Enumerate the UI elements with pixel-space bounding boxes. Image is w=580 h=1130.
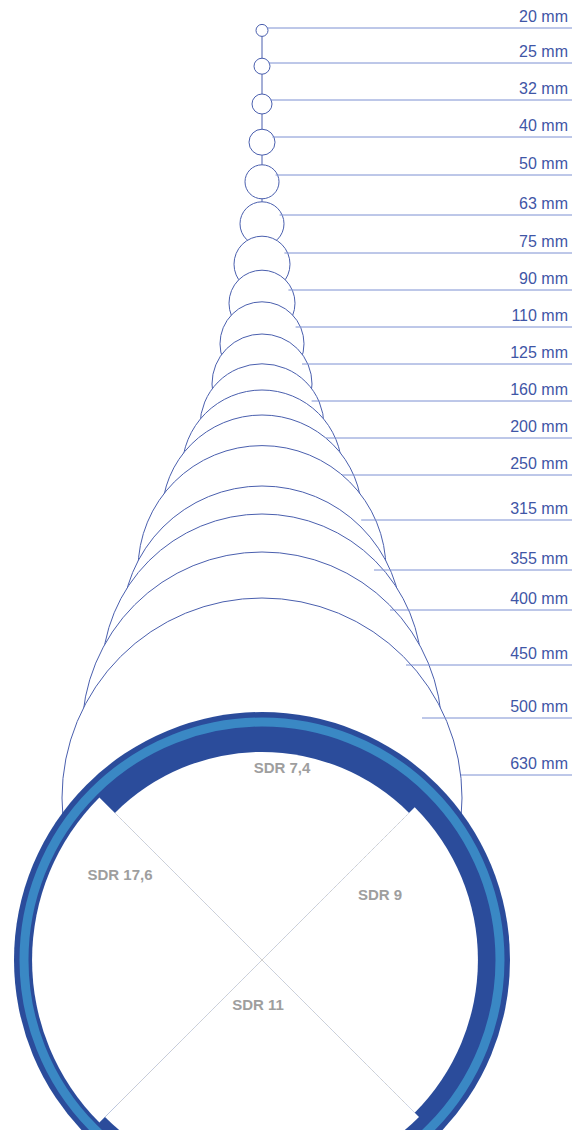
- size-label: 125 mm: [510, 344, 568, 362]
- size-label: 40 mm: [519, 117, 568, 135]
- sdr-label: SDR 7,4: [254, 759, 311, 777]
- size-label: 400 mm: [510, 590, 568, 608]
- size-label: 160 mm: [510, 381, 568, 399]
- size-label: 50 mm: [519, 155, 568, 173]
- size-label: 355 mm: [510, 550, 568, 568]
- sdr-label: SDR 9: [358, 886, 402, 904]
- size-label: 75 mm: [519, 233, 568, 251]
- size-label: 20 mm: [519, 8, 568, 26]
- size-label: 200 mm: [510, 418, 568, 436]
- size-label: 110 mm: [511, 307, 568, 325]
- size-label: 250 mm: [510, 455, 568, 473]
- size-label: 32 mm: [519, 80, 568, 98]
- sdr-label: SDR 17,6: [87, 866, 152, 884]
- size-label: 450 mm: [510, 645, 568, 663]
- size-label: 630 mm: [510, 755, 568, 773]
- size-label: 315 mm: [510, 500, 568, 518]
- size-label: 25 mm: [519, 43, 568, 61]
- pipe-section: [14, 712, 510, 1130]
- size-label: 90 mm: [519, 270, 568, 288]
- size-label: 500 mm: [510, 698, 568, 716]
- leader-lines: [267, 28, 572, 775]
- sdr-label: SDR 11: [232, 996, 284, 1014]
- size-label: 63 mm: [519, 195, 568, 213]
